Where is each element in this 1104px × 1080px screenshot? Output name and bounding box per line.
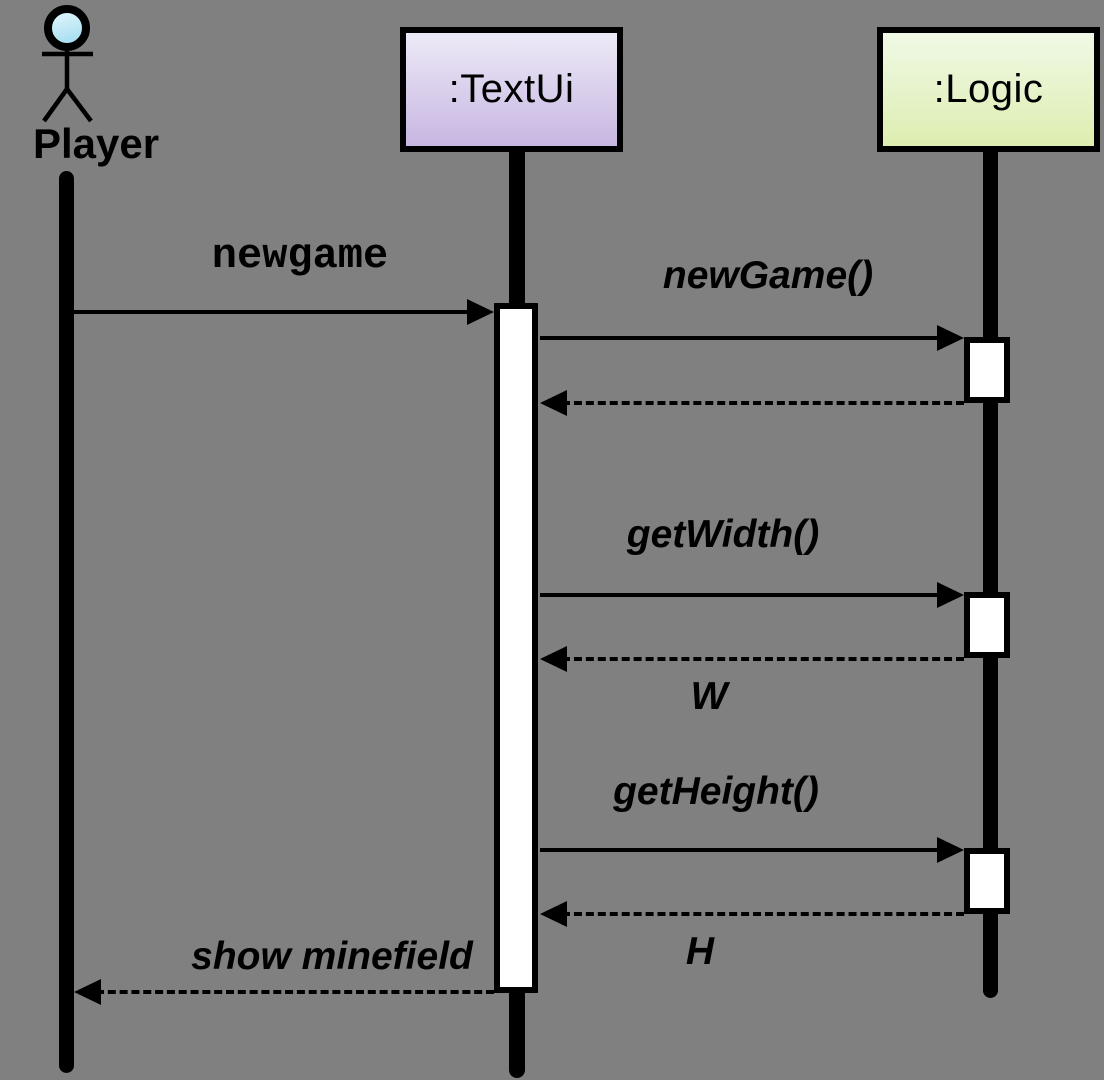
message-label-getwidth: getWidth() (626, 513, 820, 556)
activation-bar-textui (494, 303, 538, 993)
arrowhead-right-icon (937, 325, 964, 351)
message-label-h: H (685, 930, 715, 973)
message-label-newgame-call: newGame() (662, 254, 874, 297)
actor-leg-left (42, 87, 69, 123)
arrowhead-right-icon (937, 837, 964, 863)
activation-bar-logic-getwidth (964, 592, 1010, 658)
arrow-shaft (74, 310, 472, 314)
arrow-shaft (540, 336, 942, 340)
arrow-shaft (562, 657, 964, 661)
actor-leg-right (65, 87, 93, 123)
actor-head (44, 5, 90, 51)
actor-label: Player (33, 120, 160, 167)
lifeline-player (59, 171, 74, 1073)
arrowhead-left-icon (540, 901, 567, 927)
arrowhead-left-icon (540, 646, 567, 672)
arrowhead-left-icon (74, 979, 101, 1005)
participant-box-logic: :Logic (877, 27, 1100, 152)
arrow-shaft (562, 401, 964, 405)
arrowhead-right-icon (937, 582, 964, 608)
arrow-shaft (540, 593, 942, 597)
participant-box-textui: :TextUi (400, 27, 623, 152)
message-label-show-minefield: show minefield (191, 935, 473, 978)
message-label-getheight: getHeight() (613, 770, 819, 813)
actor-figure-icon (42, 5, 93, 123)
participant-label-textui: :TextUi (448, 67, 575, 111)
participant-label-logic: :Logic (933, 67, 1044, 111)
arrowhead-left-icon (540, 390, 567, 416)
activation-bar-logic-newgame (964, 337, 1010, 403)
arrow-shaft (540, 848, 942, 852)
message-label-w: W (690, 675, 728, 718)
message-label-newgame: newgame (211, 232, 389, 280)
arrow-shaft (96, 990, 494, 994)
activation-bar-logic-getheight (964, 848, 1010, 914)
arrowhead-right-icon (467, 299, 494, 325)
arrow-shaft (562, 912, 964, 916)
